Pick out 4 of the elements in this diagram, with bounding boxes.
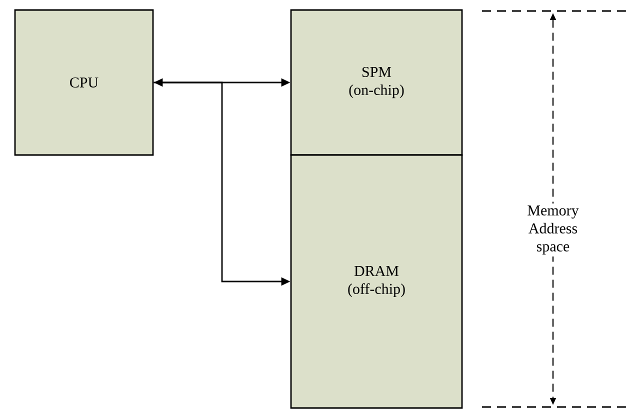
memory-box: CPU <box>14 9 154 156</box>
memory-box: SPM (on-chip) <box>290 9 463 156</box>
memory-box: DRAM (off-chip) <box>290 154 463 409</box>
dimension-label: Memory Address space <box>520 204 586 256</box>
